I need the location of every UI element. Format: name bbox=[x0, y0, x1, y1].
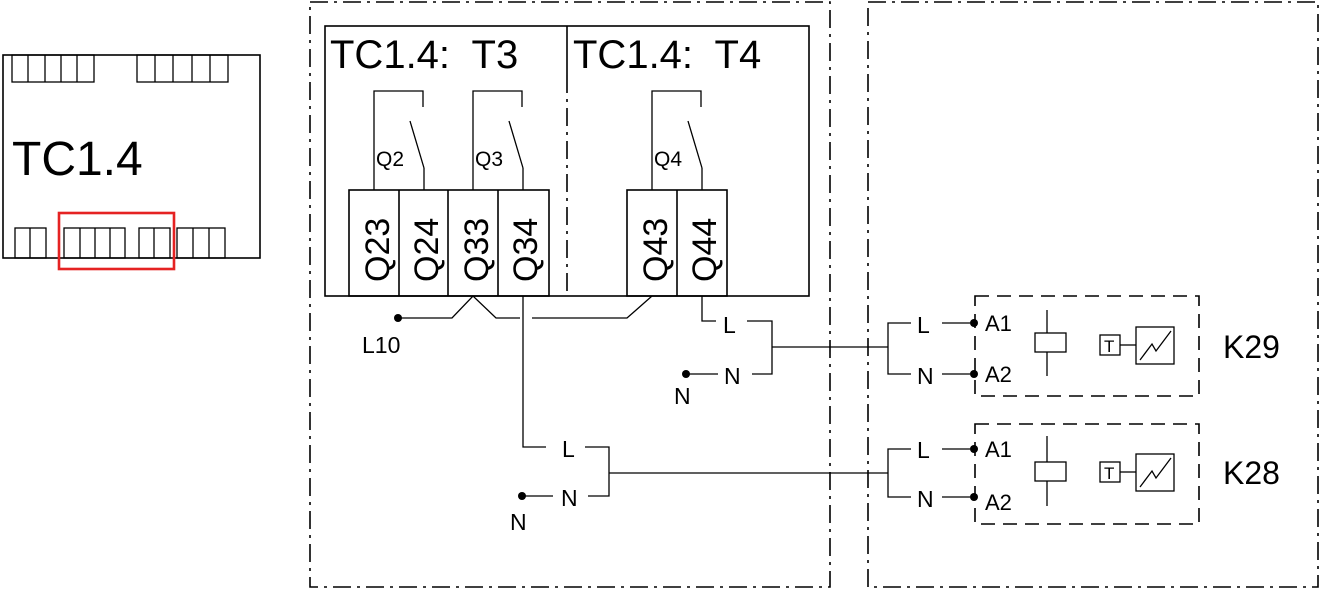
contactor-k28: L N A1 A2 T K28 bbox=[887, 423, 1280, 525]
terminal-q34: Q34 bbox=[507, 218, 545, 282]
k29-l: L bbox=[917, 312, 930, 338]
k29-frame bbox=[974, 295, 1200, 397]
k29-a2: A2 bbox=[985, 362, 1012, 387]
highlight-frame bbox=[57, 211, 176, 271]
left-panel-wiring: L10 L N N L N N bbox=[362, 295, 888, 535]
k29-n: N bbox=[917, 363, 934, 389]
relay-label-q4: Q4 bbox=[654, 148, 682, 171]
k28-frame bbox=[974, 423, 1200, 525]
relay-label-q2: Q2 bbox=[376, 148, 404, 171]
k29-label: K29 bbox=[1223, 329, 1280, 365]
k29-thermal-label: T bbox=[1104, 337, 1114, 356]
header-t3: TC1.4: T3 bbox=[330, 33, 518, 77]
contactor-k29: L N A1 A2 T K29 bbox=[887, 295, 1280, 397]
upper-connector-l: L bbox=[723, 312, 736, 338]
relay-label-q3: Q3 bbox=[475, 148, 503, 171]
k28-a2: A2 bbox=[985, 490, 1012, 515]
controller-overview: TC1.4 bbox=[2, 54, 261, 271]
terminal-q44: Q44 bbox=[686, 218, 724, 282]
relay-q2: Q2 bbox=[373, 90, 425, 190]
k28-a1: A1 bbox=[985, 437, 1012, 462]
terminal-blocks: Q23 Q24 Q33 Q34 Q43 Q44 bbox=[348, 189, 728, 297]
k28-thermal-element bbox=[1135, 453, 1175, 492]
terminal-q33: Q33 bbox=[458, 218, 496, 282]
relay-q4: Q4 bbox=[651, 90, 703, 190]
k28-n: N bbox=[917, 486, 934, 512]
supply-label: L10 bbox=[362, 332, 400, 358]
lower-connector-l: L bbox=[562, 436, 575, 462]
k28-l: L bbox=[917, 437, 930, 463]
controller-top-terminals bbox=[11, 54, 229, 83]
lower-connector-n: N bbox=[561, 485, 578, 511]
right-panel-frame bbox=[867, 1, 1319, 588]
controller-label: TC1.4 bbox=[12, 133, 143, 186]
k29-a1: A1 bbox=[985, 311, 1012, 336]
neutral-b-label: N bbox=[510, 509, 527, 535]
k29-coil bbox=[1034, 332, 1067, 353]
controller-bottom-terminals bbox=[14, 227, 226, 259]
terminal-q24: Q24 bbox=[408, 218, 446, 282]
k28-coil bbox=[1034, 461, 1067, 482]
terminal-q43: Q43 bbox=[637, 218, 675, 282]
neutral-b-dot bbox=[518, 492, 526, 500]
controller-outline bbox=[2, 54, 261, 259]
k28-thermal-label: T bbox=[1104, 464, 1114, 483]
k28-label: K28 bbox=[1223, 455, 1280, 491]
relay-module: TC1.4: T3 TC1.4: T4 Q2 Q3 Q4 bbox=[324, 25, 810, 297]
neutral-a-label: N bbox=[674, 383, 691, 409]
neutral-a-dot bbox=[682, 370, 690, 378]
k29-thermal-element bbox=[1135, 326, 1175, 365]
upper-connector-n: N bbox=[724, 363, 741, 389]
supply-terminal-dot bbox=[394, 314, 402, 322]
left-panel-frame bbox=[309, 1, 831, 588]
header-t4: TC1.4: T4 bbox=[573, 33, 761, 77]
relay-q3: Q3 bbox=[472, 90, 524, 190]
terminal-q23: Q23 bbox=[359, 218, 397, 282]
